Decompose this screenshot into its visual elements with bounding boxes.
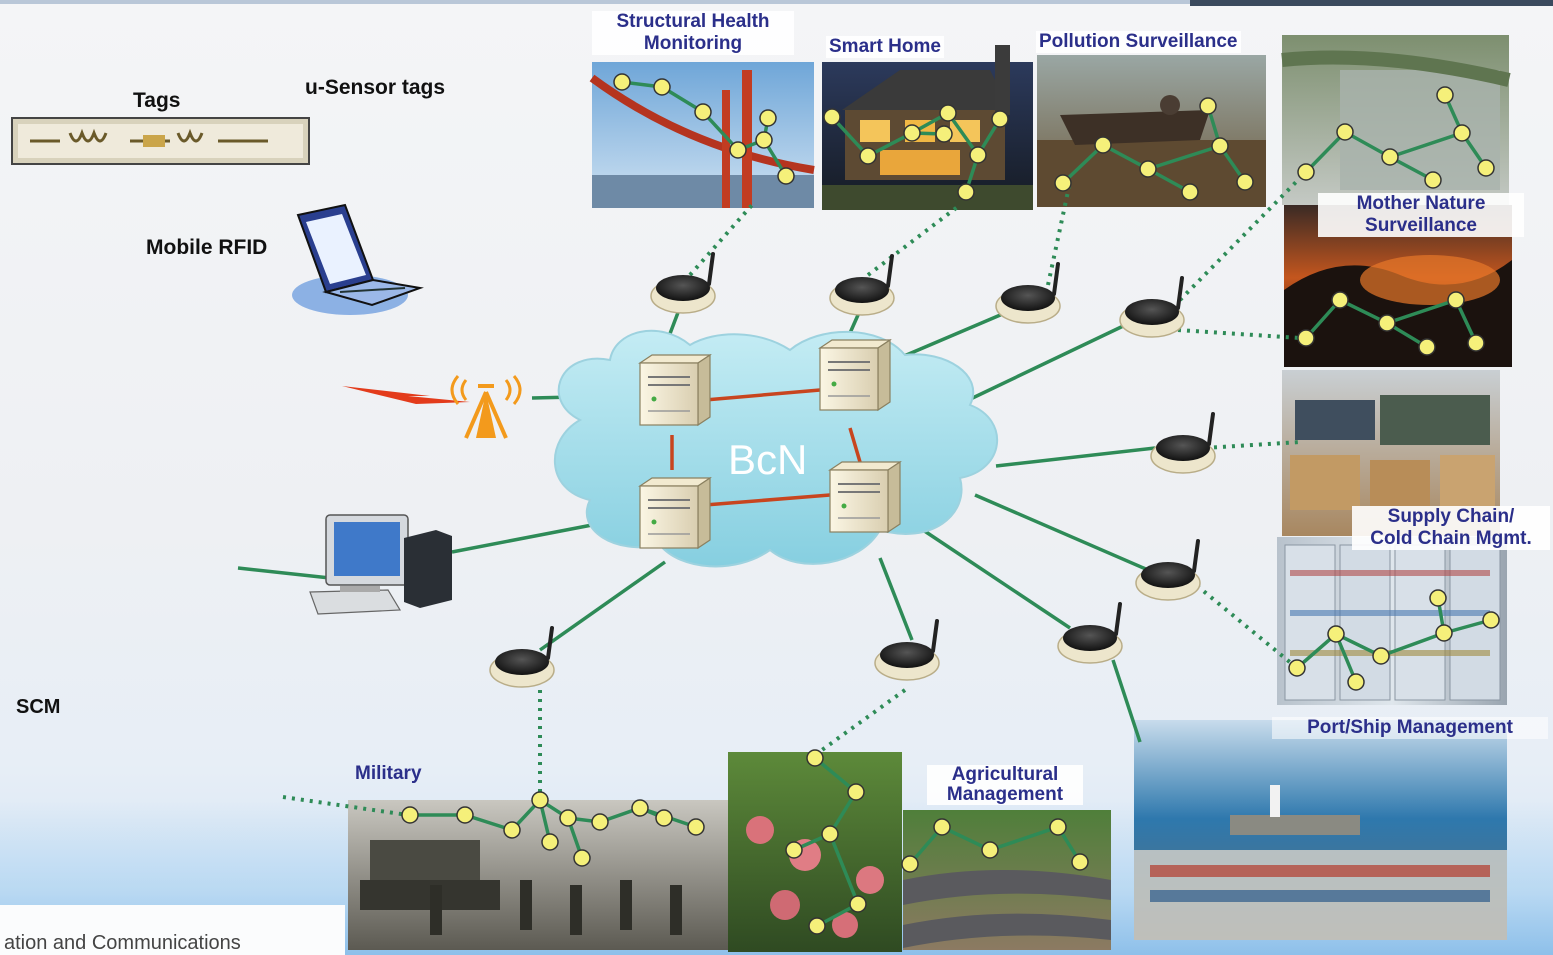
- wireless-links: [282, 176, 1302, 817]
- footer-text: ation and Communications: [4, 932, 241, 954]
- structural-health-line1: Structural Health: [616, 11, 770, 32]
- agricultural-label: Agricultural Management: [927, 765, 1083, 805]
- sensor-gateway-icon: [1149, 412, 1217, 475]
- sensor-gateway-icon: [1056, 602, 1124, 665]
- farm-field-photo: [903, 810, 1111, 950]
- bcn-label: BcN: [728, 436, 807, 483]
- laptop-icon: [292, 203, 424, 315]
- top-right-bar: [1190, 0, 1553, 6]
- mother-nature-flood-photo: [1281, 35, 1511, 205]
- footer-strip: [0, 905, 345, 955]
- sensor-gateway-icon: [488, 626, 556, 689]
- structural-health-photo: [589, 62, 815, 208]
- sensor-gateway-icon: [1134, 539, 1202, 602]
- mother-nature-line2: Surveillance: [1365, 215, 1477, 236]
- agricultural-line1: Agricultural: [951, 764, 1059, 785]
- sensor-gateway-icon: [649, 252, 717, 315]
- server-icon: [819, 339, 891, 411]
- supply-chain-label: Supply Chain/ Cold Chain Mgmt.: [1352, 506, 1550, 550]
- server-icon: [829, 461, 901, 533]
- structural-health-label: Structural Health Monitoring: [592, 11, 794, 55]
- mobile-rfid-label: Mobile RFID: [146, 236, 268, 259]
- sensor-nodes: [401, 73, 1500, 935]
- smart-home-photo: [822, 45, 1033, 210]
- server-icon: [639, 477, 711, 549]
- mother-nature-line1: Mother Nature: [1356, 193, 1486, 214]
- supply-chain-line1: Supply Chain/: [1387, 506, 1515, 527]
- military-label: Military: [355, 763, 422, 784]
- antenna-tower-icon: [342, 375, 522, 439]
- desktop-computer-icon: [309, 514, 452, 615]
- server-links: [670, 388, 862, 507]
- tags-label: Tags: [133, 89, 181, 112]
- supply-chain-line2: Cold Chain Mgmt.: [1370, 528, 1532, 549]
- smart-home-label: Smart Home: [826, 36, 944, 58]
- scm-label: SCM: [16, 696, 61, 718]
- top-border: [0, 0, 1553, 4]
- port-photo: [1134, 720, 1507, 940]
- sensor-gateway-icon: [994, 262, 1062, 325]
- mother-nature-label: Mother Nature Surveillance: [1318, 193, 1524, 237]
- rfid-tag-icon: [11, 117, 310, 165]
- u-sensor-tags-label: u-Sensor tags: [305, 76, 446, 99]
- structural-health-line2: Monitoring: [643, 33, 743, 54]
- agricultural-line2: Management: [946, 784, 1064, 805]
- sensor-gateway-icon: [1118, 276, 1186, 339]
- port-ship-label: Port/Ship Management: [1272, 717, 1548, 739]
- server-icon: [639, 354, 711, 426]
- cold-chain-fridge-photo: [1277, 537, 1507, 705]
- pollution-surveillance-label: Pollution Surveillance: [1036, 31, 1241, 53]
